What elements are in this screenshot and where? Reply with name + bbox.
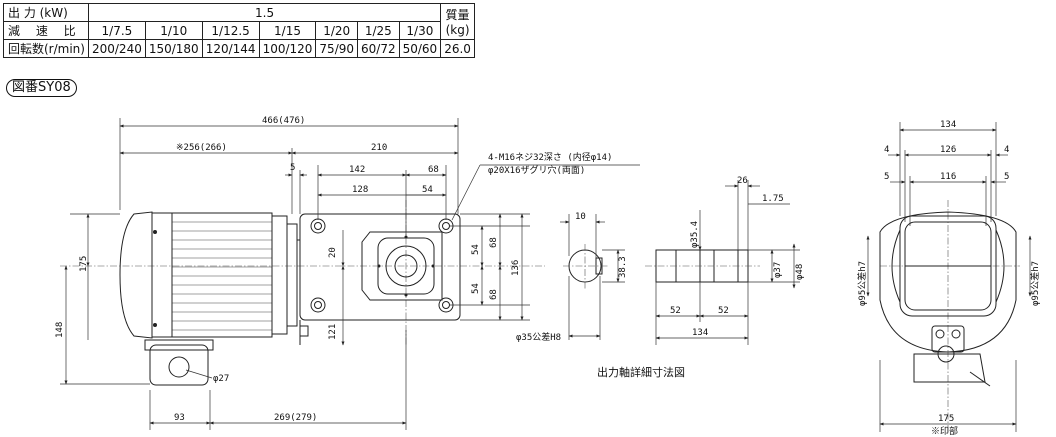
shaft-detail: 10 38.3 φ35公差H8 26 1.75 φ35.4 φ37 φ48 — [516, 176, 805, 379]
dim-38-3: 38.3 — [618, 256, 628, 278]
dim-r54b: 54 — [471, 283, 481, 294]
bolt-note-1: 4-M16ネジ32深さ (内径φ14) — [488, 151, 612, 163]
dim-52b: 52 — [718, 306, 729, 316]
dim-side-175: 175 — [938, 414, 954, 424]
bolt-note-2: φ20X16ザグリ穴(両面) — [488, 164, 585, 176]
dim-121: 121 — [328, 324, 338, 340]
dim-side-4a: 4 — [884, 145, 889, 155]
dim-phi48: φ48 — [795, 264, 805, 280]
dim-5: 5 — [290, 163, 295, 173]
dim-side-126: 126 — [940, 145, 956, 155]
side-terminal-box — [931, 325, 965, 353]
speed-cell: 75/90 — [315, 39, 359, 58]
dim-1-75: 1.75 — [762, 194, 784, 204]
dim-phi27: φ27 — [213, 374, 229, 384]
dim-148: 148 — [55, 322, 65, 338]
table-row: 回転数(r/min) 200/240 150/180 120/144 100/1… — [3, 39, 475, 58]
dim-phi35: φ35公差H8 — [516, 331, 561, 343]
dim-68-top: 68 — [428, 165, 439, 175]
mass-header-line2: (kg) — [445, 23, 470, 37]
speed-cell: 100/120 — [258, 39, 317, 58]
dim-26: 26 — [737, 176, 748, 186]
dim-142: 142 — [349, 165, 365, 175]
speed-label: 回転数(r/min) — [3, 39, 89, 58]
dim-side-134: 134 — [940, 120, 956, 130]
dim-overall: 466(476) — [262, 116, 305, 126]
terminal-box — [149, 344, 209, 386]
motor-body — [151, 212, 273, 338]
side-housing — [879, 211, 1017, 353]
dim-phi35-4: φ35.4 — [690, 221, 700, 248]
spec-table: 出 力 (kW) 1.5 質量 (kg) 減 速 比 1/7.5 1/10 1/… — [3, 3, 475, 58]
dim-136: 136 — [511, 260, 521, 276]
ratio-cell: 1/12.5 — [201, 21, 260, 40]
dim-side-5b: 5 — [1004, 172, 1009, 182]
dim-side-4b: 4 — [1004, 145, 1009, 155]
figure-number: 図番SY08 — [6, 79, 77, 97]
dim-r54a: 54 — [471, 244, 481, 255]
side-view: 134 126 4 4 116 5 5 φ95公差h7 φ95公差h7 175 … — [856, 120, 1041, 437]
dim-r68a: 68 — [489, 237, 499, 248]
dim-93: 93 — [174, 413, 185, 423]
mass-value: 26.0 — [440, 39, 475, 58]
dim-128: 128 — [352, 185, 368, 195]
front-dimensions: 466(476) ※256(266) 210 5 142 68 128 54 2… — [55, 116, 640, 430]
dim-175-left: 175 — [79, 256, 89, 272]
dim-10: 10 — [575, 212, 586, 222]
dim-134-shaft: 134 — [692, 328, 708, 338]
dim-54-top: 54 — [422, 185, 433, 195]
shaft-caption: 出力軸詳細寸法図 — [597, 365, 685, 379]
dim-r68b: 68 — [489, 289, 499, 300]
table-row: 減 速 比 1/7.5 1/10 1/12.5 1/15 1/20 1/25 1… — [3, 21, 475, 40]
side-mark-note: ※印部 — [931, 425, 958, 437]
gear-flange — [299, 213, 461, 321]
ratio-label: 減 速 比 — [3, 21, 89, 40]
dim-side-phi95b: φ95公差h7 — [1029, 261, 1041, 306]
dim-gearbox: 210 — [371, 143, 387, 153]
dim-phi37: φ37 — [773, 262, 783, 278]
dim-52a: 52 — [670, 306, 681, 316]
dim-20: 20 — [328, 247, 338, 258]
speed-cell: 200/240 — [87, 39, 146, 58]
dim-side-116: 116 — [940, 172, 956, 182]
speed-cell: 60/72 — [357, 39, 400, 58]
motor-endcap — [119, 211, 153, 339]
dim-motor: ※256(266) — [176, 143, 227, 153]
mass-header-line1: 質量 — [445, 8, 470, 22]
ratio-cell: 1/7.5 — [87, 21, 146, 40]
speed-cell: 150/180 — [144, 39, 203, 58]
speed-cell: 120/144 — [201, 39, 260, 58]
dim-269: 269(279) — [274, 413, 317, 423]
dim-side-5a: 5 — [884, 172, 889, 182]
dim-side-phi95a: φ95公差h7 — [856, 261, 868, 306]
